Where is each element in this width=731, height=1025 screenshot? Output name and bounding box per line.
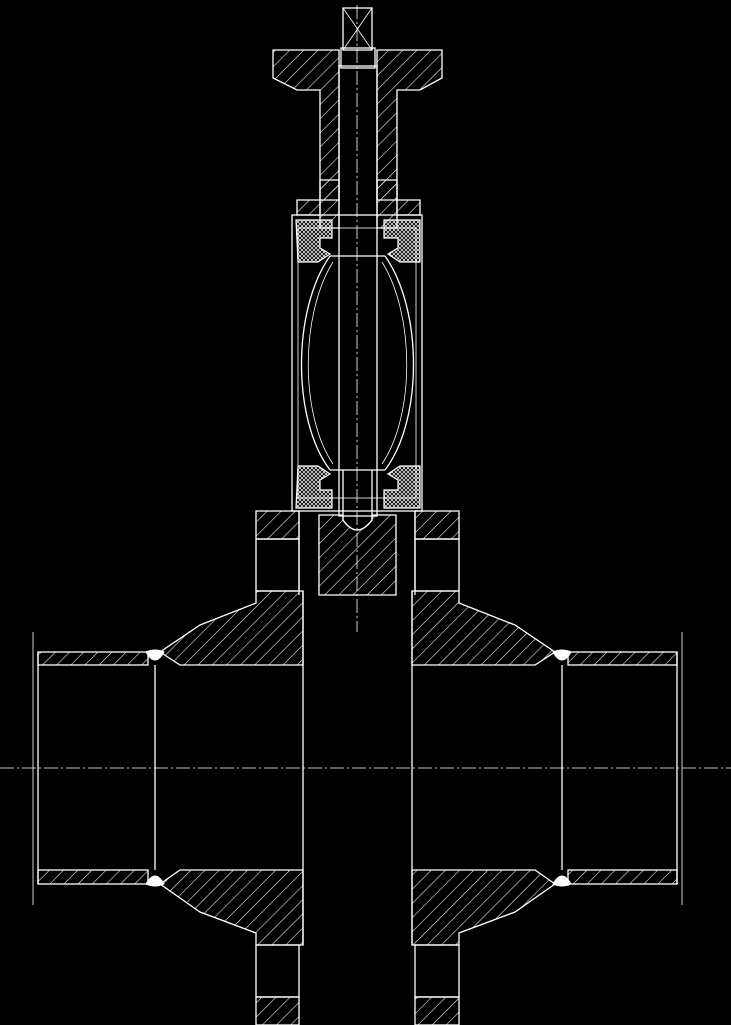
bonnet-handwheel [272, 49, 443, 201]
body-upper-flange [255, 510, 460, 595]
gate-hub [318, 514, 397, 596]
main-body-flanges [158, 590, 557, 1025]
weld-seams [145, 649, 572, 887]
gate-chamber [291, 214, 423, 512]
handwheel-stem [338, 7, 378, 517]
inlet-pipe [32, 632, 156, 905]
outlet-pipe [561, 632, 683, 905]
centerlines [0, 5, 731, 769]
seal-rings [295, 219, 421, 509]
